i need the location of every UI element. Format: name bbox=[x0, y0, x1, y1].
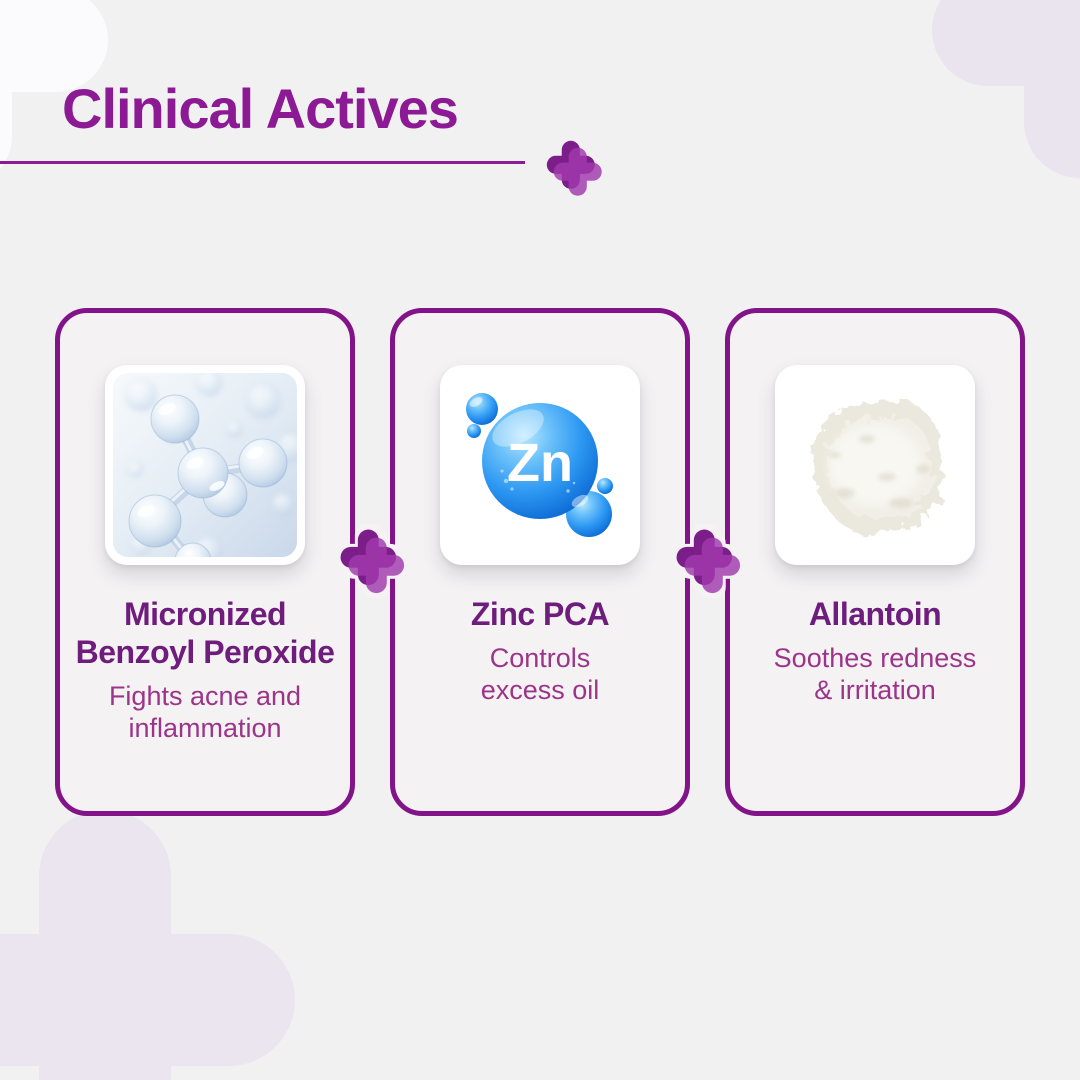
card-title: Zinc PCA bbox=[470, 596, 610, 632]
plus-icon bbox=[335, 524, 409, 598]
page-title: Clinical Actives bbox=[62, 77, 459, 140]
corner-plus-icon bbox=[932, 0, 1080, 178]
ingredient-card-zinc-pca: Zn Zinc PCA Controls excess oil bbox=[390, 308, 690, 816]
plus-icon bbox=[671, 524, 745, 598]
card-subtitle: Fights acne and inflammation bbox=[108, 681, 302, 743]
card-title: Micronized Benzoyl Peroxide bbox=[75, 596, 335, 670]
ingredient-card-allantoin: Allantoin Soothes redness & irritation bbox=[725, 308, 1025, 816]
image-frame bbox=[775, 365, 975, 565]
card-title: Allantoin bbox=[808, 596, 942, 632]
card-subtitle: Soothes redness & irritation bbox=[773, 643, 977, 705]
image-frame: Zn bbox=[440, 365, 640, 565]
zn-symbol: Zn bbox=[507, 433, 573, 493]
ingredient-card-benzoyl-peroxide: Micronized Benzoyl Peroxide Fights acne … bbox=[55, 308, 355, 816]
card-subtitle: Controls excess oil bbox=[480, 643, 600, 705]
powder-image bbox=[783, 373, 967, 557]
image-frame bbox=[105, 365, 305, 565]
title-underline bbox=[0, 161, 525, 164]
plus-icon bbox=[546, 140, 602, 196]
zinc-icon: Zn bbox=[448, 373, 632, 557]
molecule-image bbox=[113, 373, 297, 557]
corner-plus-icon bbox=[0, 810, 295, 1080]
